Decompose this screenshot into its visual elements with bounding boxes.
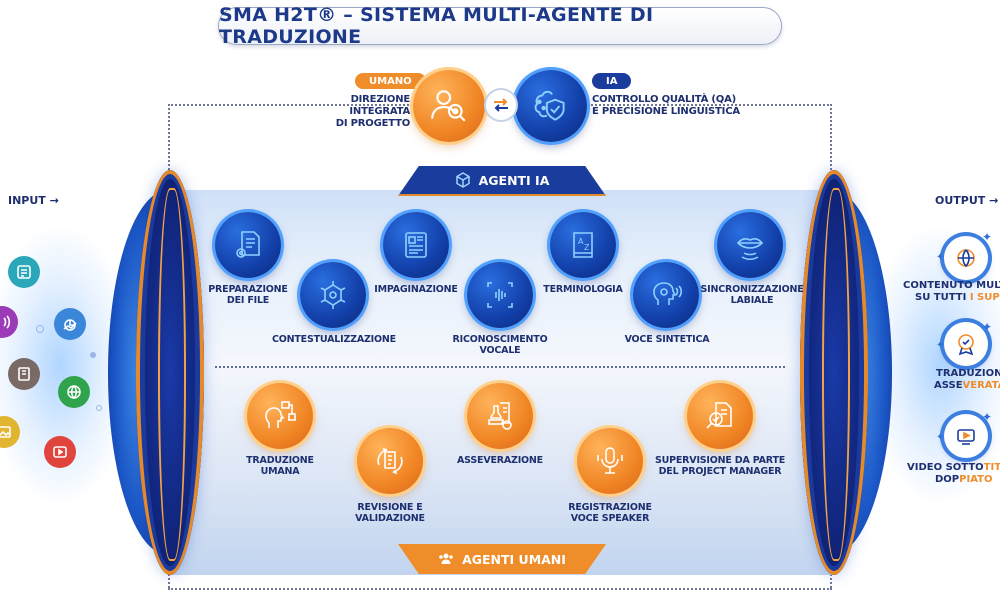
microphone-icon (597, 447, 623, 474)
input-dot (36, 325, 44, 333)
agent-contextualization-label: CONTESTUALIZZAZIONE (272, 334, 396, 345)
people-icon (439, 553, 453, 564)
agent-synthetic-voice-label: VOCE SINTETICA (624, 334, 710, 345)
ai-qa-node (515, 70, 587, 142)
sparkle-icon: ✦ (936, 340, 945, 351)
output-sworn-label: TRADUZIONE ASSEVERATA (934, 368, 1000, 391)
sparkle-icon: ✦ (936, 252, 945, 263)
lips-icon (736, 237, 764, 261)
human-agents-tab-label: AGENTI UMANI (462, 551, 566, 567)
page-title: SMA H2T® – SISTEMA MULTI-AGENTE DI TRADU… (219, 4, 654, 48)
frame-left-lower (168, 570, 170, 588)
agent-sworn-translation-label: ASSEVERAZIONE (457, 455, 543, 466)
agent-file-preparation (215, 212, 281, 278)
input-label: INPUT → (8, 194, 59, 207)
agent-lip-sync (717, 212, 783, 278)
sparkle-icon: ✦ (936, 432, 945, 443)
ai-coordination-text: CONTROLLO QUALITÀ (QA) E PRECISIONE LING… (592, 94, 740, 117)
agent-revision (357, 428, 423, 494)
head-flow-icon (265, 401, 296, 428)
agent-layout-label: IMPAGINAZIONE (374, 284, 458, 295)
agent-synthetic-voice (633, 262, 699, 328)
output-sworn-icon (944, 322, 988, 366)
title-pill: SMA H2T® – SISTEMA MULTI-AGENTE DI TRADU… (218, 4, 782, 48)
stamp-document-icon (488, 402, 512, 430)
agent-voice-recording (577, 428, 643, 494)
ai-agents-tab-label: AGENTI IA (478, 172, 550, 188)
ai-badge: IA (592, 73, 632, 89)
document-gear-icon (236, 231, 260, 258)
input-image-icon (0, 416, 20, 448)
cube-icon (455, 172, 470, 188)
agent-layout (383, 212, 449, 278)
person-search-icon (431, 90, 466, 122)
human-agents-tab: AGENTI UMANI (398, 544, 606, 574)
swap-arrows-icon (484, 88, 518, 122)
input-globe-icon (58, 376, 90, 408)
agent-terminology-label: TERMINOLOGIA (543, 284, 623, 295)
agent-speech-recognition (467, 262, 533, 328)
agent-contextualization (300, 262, 366, 328)
agent-pm-supervision (687, 383, 753, 449)
frame-right-upper (830, 104, 832, 170)
sparkle-icon: ✦ (982, 320, 993, 334)
svg-text:A: A (578, 237, 584, 246)
input-chart-icon (54, 308, 86, 340)
agent-human-translation (247, 383, 313, 449)
output-video-icon (944, 414, 988, 458)
human-badge: UMANO (355, 73, 426, 89)
svg-text:Z: Z (584, 243, 590, 252)
frame-right-lower (830, 570, 832, 588)
agent-sworn-translation (467, 383, 533, 449)
tube-ring-right (800, 170, 868, 575)
document-magnifier-icon (706, 402, 732, 429)
frame-left-upper (168, 104, 170, 170)
output-label: OUTPUT → (935, 194, 999, 207)
document-refresh-icon (377, 447, 403, 475)
input-dot (96, 405, 102, 411)
frame-top-right (588, 104, 832, 106)
agent-terminology: A Z (550, 212, 616, 278)
input-book-icon (8, 358, 40, 390)
speaking-head-icon (653, 282, 683, 305)
agents-divider (215, 366, 785, 368)
output-multilingual-icon (944, 236, 988, 280)
dictionary-icon: A Z (573, 232, 593, 258)
network-icon (320, 281, 346, 309)
frame-bottom (168, 588, 832, 590)
sparkle-icon: ✦ (982, 410, 993, 424)
input-audio-icon (0, 306, 18, 338)
frame-top-left (168, 104, 412, 106)
ai-agents-tab: AGENTI IA (398, 166, 606, 196)
input-notes-icon (8, 256, 40, 288)
input-video-icon (44, 436, 76, 468)
human-coordination-text: DIREZIONE INTEGRATA DI PROGETTO (335, 94, 410, 129)
layout-document-icon (405, 232, 427, 258)
input-dot (90, 352, 96, 358)
tube-ring-left (136, 170, 204, 575)
voice-wave-icon (487, 282, 513, 308)
sparkle-icon: ✦ (982, 230, 993, 244)
human-director-node (413, 70, 485, 142)
brain-shield-icon (534, 90, 565, 121)
output-video-label: VIDEO SOTTOTITOLA DOPPIATO (907, 462, 1000, 485)
output-multilingual-label: CONTENUTO MULTILI SU TUTTI I SUPPO (903, 280, 1000, 303)
